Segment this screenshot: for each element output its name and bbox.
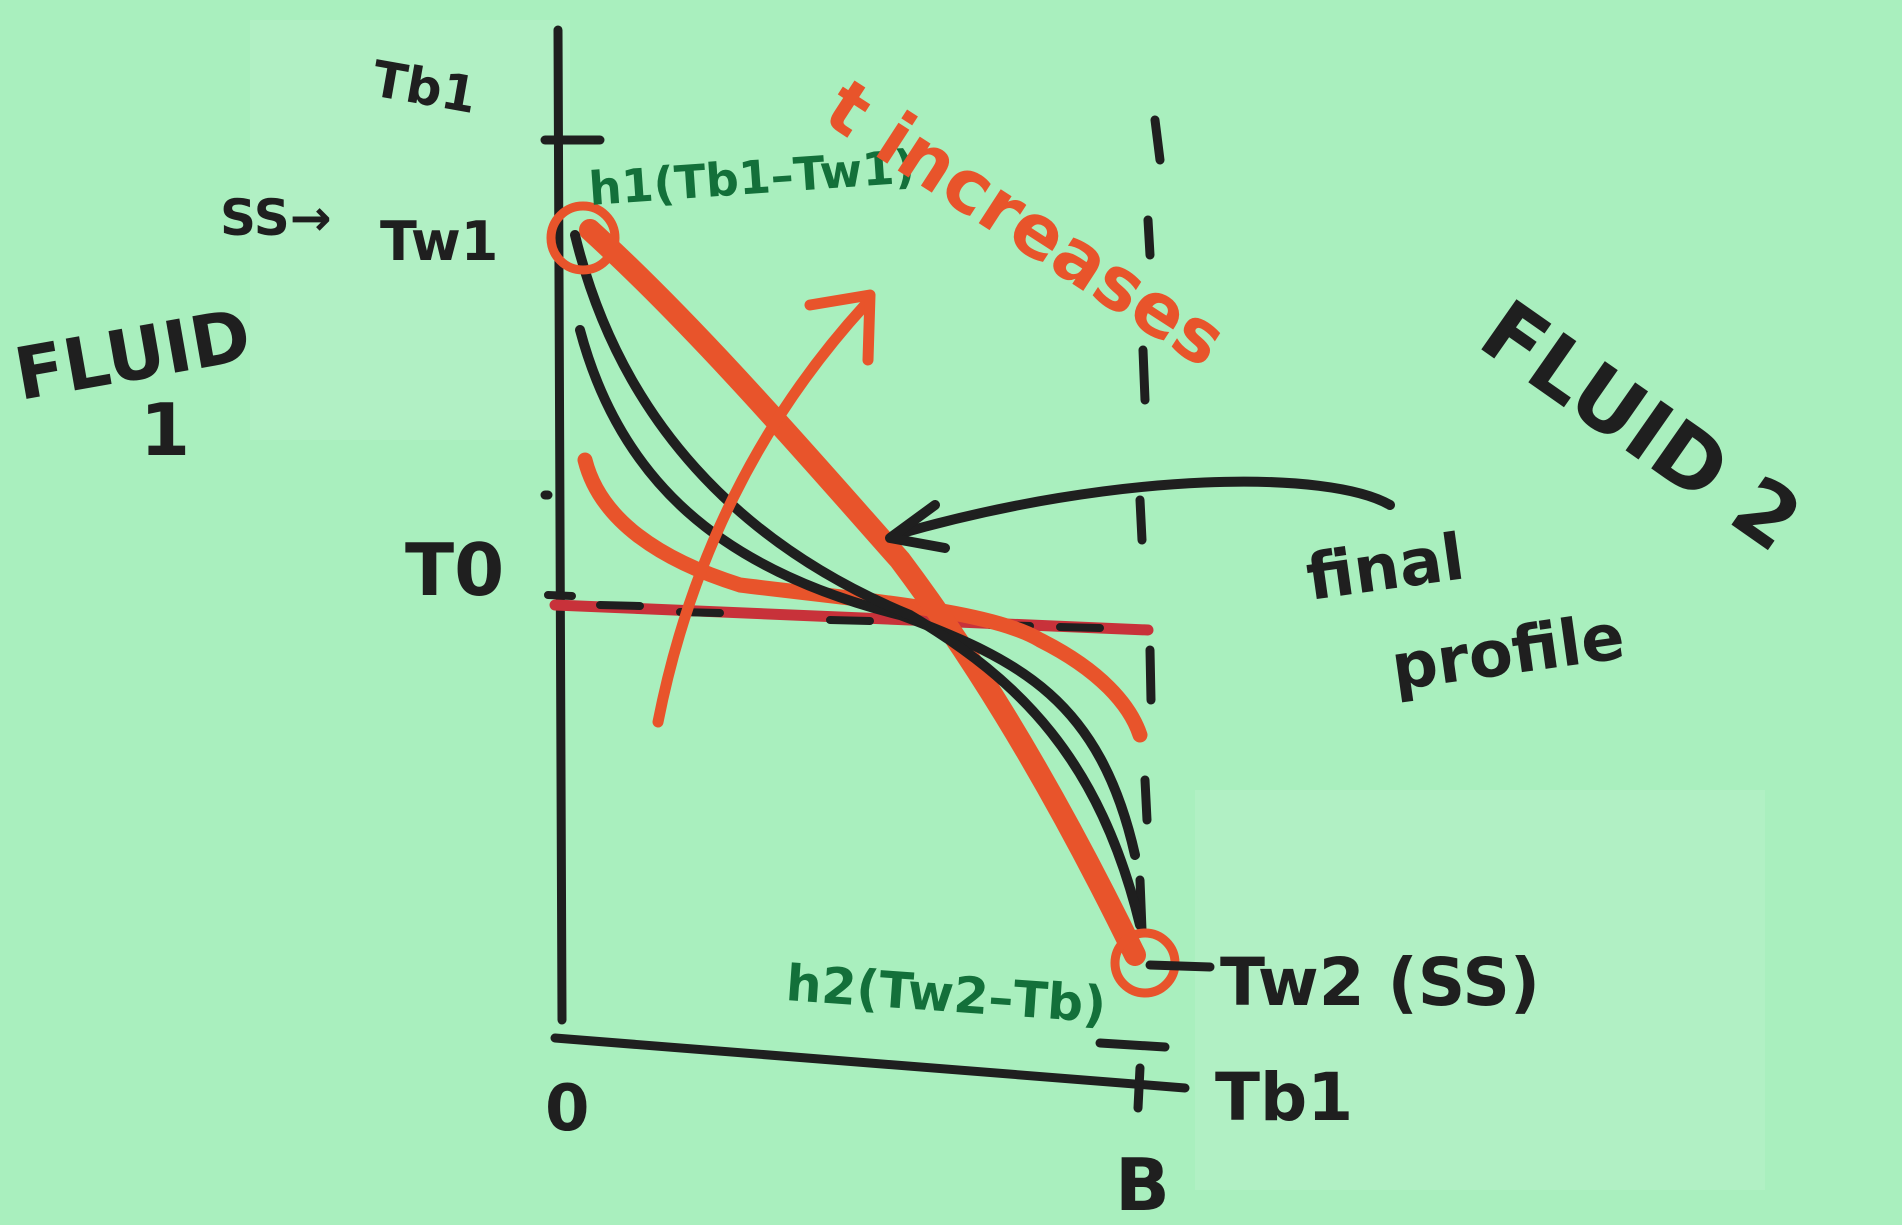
black-profile-curves (570, 230, 1145, 930)
label-fluid-1-line1: FLUID (8, 293, 256, 417)
x-axis (550, 1033, 1190, 1093)
tw1-circle (546, 201, 620, 275)
label-fluid-2: FLUID 2 (1464, 281, 1819, 571)
label-final-profile-line1: final (1302, 521, 1469, 616)
tw2-tick (1145, 960, 1215, 972)
axes (540, 25, 1190, 1113)
black-profile-2 (570, 230, 1145, 930)
label-fluid-1-line2: 1 (140, 388, 190, 472)
red-profile-curves (577, 219, 1148, 966)
label-origin: 0 (545, 1072, 590, 1146)
label-ss-arrow: SS→ (220, 189, 332, 247)
label-b: B (1115, 1143, 1170, 1225)
label-tw2-ss: Tw2 (SS) (1220, 944, 1540, 1021)
red-profile-steady-state (579, 219, 1146, 966)
label-time-increases: t increases (810, 63, 1241, 385)
final-profile-arrow (885, 476, 1395, 553)
label-tw1: Tw1 (380, 210, 498, 273)
label-tb1-bottom: Tb1 (1215, 1059, 1353, 1136)
label-h2-flux: h2(Tw2–Tb) (784, 954, 1108, 1034)
label-final-profile-line2: profile (1387, 600, 1629, 706)
tape-patch-right (1195, 790, 1765, 1190)
right-wall-dashed (1135, 115, 1165, 935)
b-tick (1133, 1063, 1145, 1113)
tb1-bottom-tick (1095, 1038, 1170, 1052)
tape-patch-left (250, 20, 570, 440)
time-increase-arrow (652, 289, 876, 728)
label-t0: T0 (405, 528, 504, 612)
y-axis (553, 25, 567, 1025)
red-profile-early (577, 452, 1148, 743)
